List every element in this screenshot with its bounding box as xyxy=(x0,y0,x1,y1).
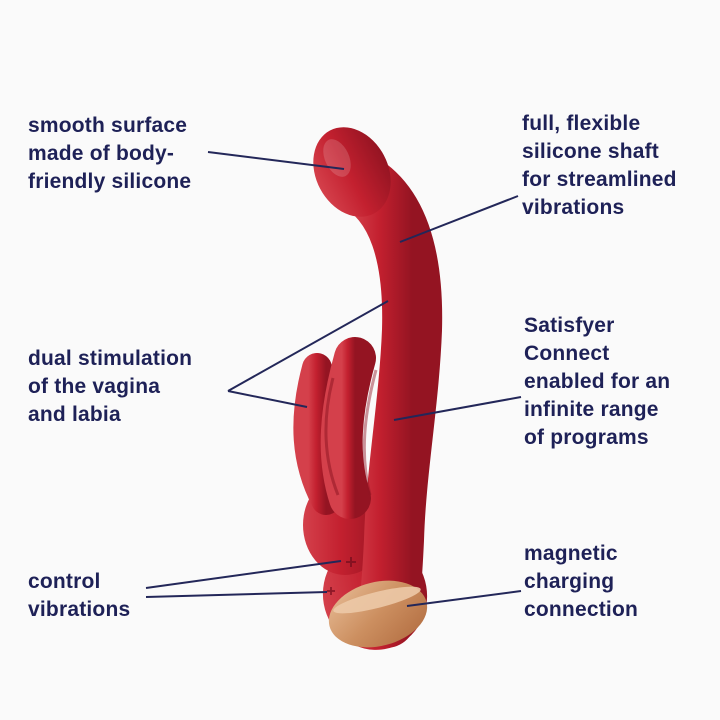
label-line: Connect xyxy=(524,342,610,365)
label-magnetic-charging: magnetic charging connection xyxy=(524,540,638,624)
callout-line-control-upper xyxy=(145,560,342,589)
label-line: Satisfyer xyxy=(524,314,615,337)
label-satisfyer-connect: Satisfyer Connect enabled for an infinit… xyxy=(524,312,670,452)
label-line: smooth surface xyxy=(28,114,188,137)
device-ear-left xyxy=(293,353,341,515)
label-line: enabled for an xyxy=(524,370,671,393)
label-line: vibrations xyxy=(28,598,131,621)
device-head xyxy=(313,127,391,217)
device-ear-right xyxy=(320,337,376,519)
label-line: dual stimulation xyxy=(28,347,193,370)
callout-line-full-flexible xyxy=(399,195,519,243)
label-line: and labia xyxy=(28,403,121,426)
device-groove-inner xyxy=(324,377,340,496)
callout-line-smooth-surface xyxy=(207,151,345,170)
charging-base-band xyxy=(333,586,421,614)
power-button-icon xyxy=(327,587,335,595)
label-line: infinite range xyxy=(524,398,659,421)
label-line: connection xyxy=(524,598,639,621)
label-dual-stimulation: dual stimulation of the vagina and labia xyxy=(28,345,192,429)
device-groove-outer xyxy=(362,369,378,496)
device-shaft xyxy=(322,148,443,648)
label-line: of the vagina xyxy=(28,375,161,398)
label-line: for streamlined xyxy=(522,168,677,191)
label-control-vibrations: control vibrations xyxy=(28,568,130,624)
label-full-flexible: full, flexible silicone shaft for stream… xyxy=(522,110,677,222)
callout-line-magnetic-charging xyxy=(406,590,522,607)
label-line: control xyxy=(28,570,101,593)
device-body xyxy=(293,127,443,650)
label-line: of programs xyxy=(524,426,649,449)
label-line: made of body- xyxy=(28,142,175,165)
label-line: magnetic xyxy=(524,542,618,565)
callout-line-control-lower xyxy=(145,591,328,598)
label-smooth-surface: smooth surface made of body- friendly si… xyxy=(28,112,191,196)
callout-line-dual-stimulation-ear xyxy=(227,390,308,408)
callout-lines xyxy=(145,151,522,607)
label-line: vibrations xyxy=(522,196,625,219)
callout-line-satisfyer-connect xyxy=(393,396,522,421)
label-line: silicone shaft xyxy=(522,140,660,163)
control-button-icon xyxy=(346,557,356,567)
label-line: full, flexible xyxy=(522,112,641,135)
label-line: charging xyxy=(524,570,615,593)
callout-line-dual-stimulation-shaft xyxy=(227,300,389,392)
label-line: friendly silicone xyxy=(28,170,192,193)
